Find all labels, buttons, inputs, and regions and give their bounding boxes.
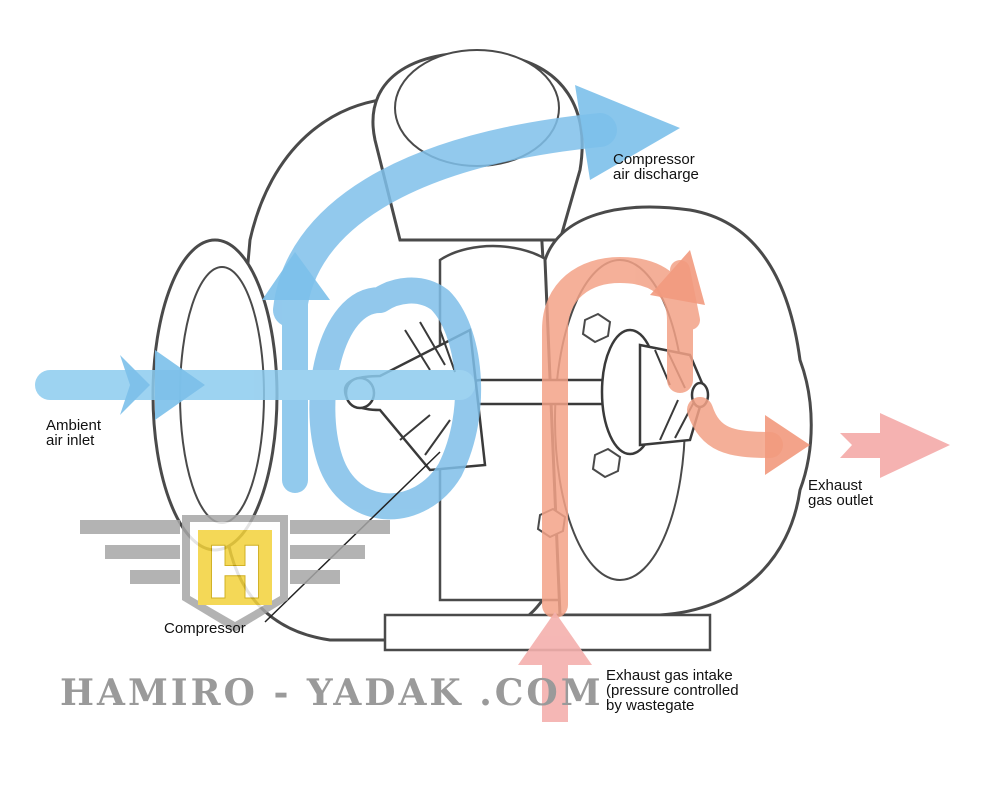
exhaust-outlet-arrowhead-1 xyxy=(765,415,810,475)
label-ambient-inlet-line2: air inlet xyxy=(46,432,95,449)
exhaust-intake-shaft xyxy=(542,660,568,722)
label-compressor-text: Compressor xyxy=(164,620,246,637)
label-ambient-inlet: Ambient air inlet xyxy=(46,418,101,448)
exhaust-top-arrowhead xyxy=(650,250,705,305)
watermark-logo-badge xyxy=(198,530,272,605)
upward-arrowhead xyxy=(262,252,330,300)
watermark-logo-letter: H xyxy=(205,531,265,615)
label-exhaust-intake-line3: by wastegate xyxy=(606,697,695,714)
label-exhaust-intake-line1: Exhaust gas intake xyxy=(606,667,733,684)
watermark-text: HAMIRO - YADAK .COM xyxy=(60,672,604,714)
exhaust-arrowheads xyxy=(518,250,950,722)
intake-arrowheads xyxy=(120,85,680,420)
label-compressor-discharge-line2: air discharge xyxy=(613,166,699,183)
label-exhaust-intake: Exhaust gas intake (pressure controlled … xyxy=(606,668,739,713)
label-ambient-inlet-line1: Ambient xyxy=(46,417,102,434)
label-exhaust-outlet: Exhaust gas outlet xyxy=(808,478,873,508)
label-compressor-discharge: Compressor air discharge xyxy=(613,152,699,182)
label-compressor-discharge-line1: Compressor xyxy=(613,151,695,168)
label-exhaust-outlet-line2: gas outlet xyxy=(808,492,874,509)
exhaust-outlet-arrowhead-2 xyxy=(840,413,950,478)
label-exhaust-outlet-line1: Exhaust xyxy=(808,477,863,494)
discharge-arrowhead xyxy=(575,85,680,180)
exhaust-intake-arrowhead xyxy=(518,612,592,665)
inlet-arrowhead-back xyxy=(120,355,150,415)
intake-airflow xyxy=(35,113,617,520)
inlet-arrowhead xyxy=(155,350,205,420)
watermark-logo: H xyxy=(80,515,390,632)
compressor-leader-line xyxy=(264,451,441,623)
label-exhaust-intake-line2: (pressure controlled xyxy=(606,682,739,699)
exhaust-outlet-path xyxy=(687,397,783,458)
label-compressor: Compressor xyxy=(164,621,246,636)
